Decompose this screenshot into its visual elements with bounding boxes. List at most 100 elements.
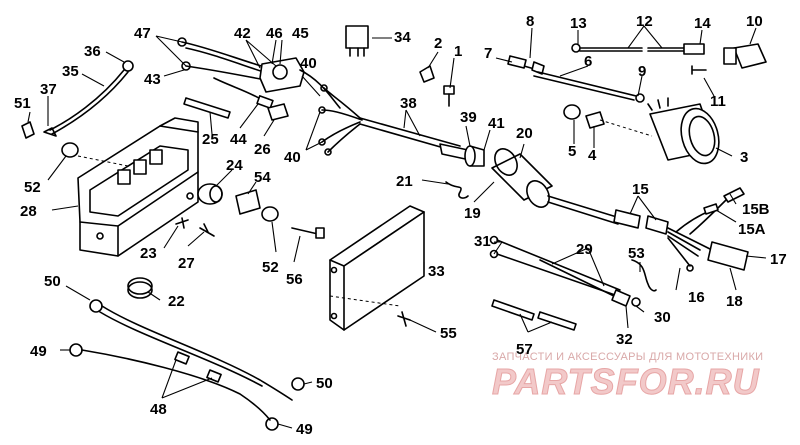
label-part-1: 1 <box>454 43 462 60</box>
part-bulb-socket <box>723 43 767 69</box>
label-part-11: 11 <box>710 93 726 110</box>
label-part-48: 48 <box>150 401 167 418</box>
part-relay <box>345 25 369 57</box>
part-washer-mid <box>261 206 279 222</box>
label-part-53: 53 <box>628 245 645 262</box>
part-rods-57 <box>491 299 577 331</box>
label-part-50-right: 50 <box>316 375 333 392</box>
label-part-16: 16 <box>688 289 705 306</box>
part-wire-12 <box>571 43 705 55</box>
label-part-24: 24 <box>226 157 243 174</box>
part-gauge <box>647 97 720 165</box>
label-part-22: 22 <box>168 293 185 310</box>
label-part-45: 45 <box>292 25 309 42</box>
label-part-28: 28 <box>20 203 37 220</box>
label-part-39: 39 <box>460 109 477 126</box>
label-part-38: 38 <box>400 95 417 112</box>
label-part-52-mid: 52 <box>262 259 279 276</box>
label-part-52-left: 52 <box>24 179 41 196</box>
label-part-2: 2 <box>434 35 442 52</box>
watermark-tagline: ЗАПЧАСТИ И АКСЕССУАРЫ ДЛЯ МОТОТЕХНИКИ <box>492 351 763 363</box>
part-wire-6 <box>507 55 645 103</box>
label-part-17: 17 <box>770 251 787 268</box>
label-part-3: 3 <box>740 149 748 166</box>
part-bushing <box>267 103 289 121</box>
label-part-5: 5 <box>568 143 576 160</box>
label-part-12: 12 <box>636 13 653 30</box>
label-part-27: 27 <box>178 255 195 272</box>
part-screw-56 <box>291 227 325 239</box>
part-upper-harness <box>177 37 341 109</box>
label-part-26: 26 <box>254 141 271 158</box>
part-spring-clip <box>445 181 469 199</box>
label-part-10: 10 <box>746 13 763 30</box>
part-screw-1 <box>443 85 455 107</box>
label-part-50-left: 50 <box>44 273 61 290</box>
part-labels: 1 2 3 4 5 6 7 8 9 10 11 12 13 14 15 15A … <box>14 13 787 438</box>
label-part-36: 36 <box>84 43 101 60</box>
label-part-30: 30 <box>654 309 671 326</box>
label-part-32: 32 <box>616 331 633 348</box>
part-main-harness <box>318 84 471 161</box>
part-spring-53 <box>631 259 657 292</box>
label-part-15b: 15B <box>742 201 770 218</box>
part-key-switch <box>491 148 553 208</box>
part-grommet <box>197 183 223 205</box>
label-part-55: 55 <box>440 325 457 342</box>
part-ground-wire <box>43 60 134 137</box>
label-part-56: 56 <box>286 271 303 288</box>
label-part-31: 31 <box>474 233 491 250</box>
part-pin-11 <box>691 65 707 75</box>
part-connector-39 <box>464 145 485 167</box>
label-part-42: 42 <box>234 25 251 42</box>
label-part-13: 13 <box>570 15 587 32</box>
part-cable-15 <box>547 187 749 272</box>
part-clamp <box>127 277 153 299</box>
label-part-20: 20 <box>516 125 533 142</box>
part-bulb-4 <box>585 111 605 129</box>
label-part-7: 7 <box>484 45 492 62</box>
label-part-9: 9 <box>638 63 646 80</box>
part-clip <box>21 121 35 139</box>
guide-line <box>599 119 653 137</box>
part-screw-27 <box>199 223 215 237</box>
part-lower-harness <box>489 235 641 307</box>
label-part-37: 37 <box>40 81 57 98</box>
label-part-49-right: 49 <box>296 421 313 438</box>
label-part-44: 44 <box>230 131 247 148</box>
label-part-14: 14 <box>694 15 711 32</box>
label-part-15: 15 <box>632 181 649 198</box>
label-part-49-left: 49 <box>30 343 47 360</box>
label-part-25: 25 <box>202 131 219 148</box>
watermark-logo: PARTSFOR.RU <box>492 361 760 402</box>
label-part-33: 33 <box>428 263 445 280</box>
label-part-29: 29 <box>576 241 593 258</box>
label-part-15a: 15A <box>738 221 766 238</box>
part-washer-left <box>61 142 79 158</box>
part-clip-2 <box>419 65 435 83</box>
part-rod <box>183 97 231 119</box>
label-part-35: 35 <box>62 63 79 80</box>
label-part-41: 41 <box>488 115 505 132</box>
label-part-8: 8 <box>526 13 534 30</box>
label-part-47: 47 <box>134 25 151 42</box>
label-part-46: 46 <box>266 25 283 42</box>
label-part-40-upper: 40 <box>300 55 317 72</box>
part-nut-5 <box>563 104 581 120</box>
label-part-54: 54 <box>254 169 271 186</box>
label-part-57: 57 <box>516 341 533 358</box>
label-part-51: 51 <box>14 95 31 112</box>
part-bottom-harness <box>69 299 305 431</box>
part-control-box <box>77 117 199 257</box>
label-part-21: 21 <box>396 173 413 190</box>
label-part-6: 6 <box>584 53 592 70</box>
part-screw-23 <box>175 217 189 229</box>
guide-line <box>77 155 129 167</box>
label-part-19: 19 <box>464 205 481 222</box>
label-part-18: 18 <box>726 293 743 310</box>
part-module-plate <box>329 205 425 331</box>
leader-lines <box>27 25 767 429</box>
label-part-43: 43 <box>144 71 161 88</box>
